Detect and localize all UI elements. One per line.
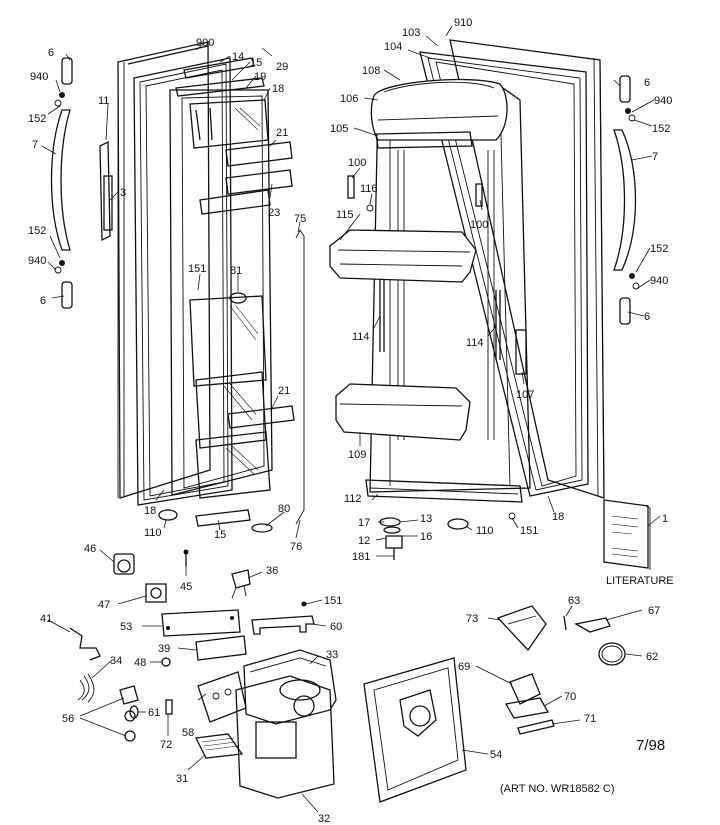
callout-23: 23 xyxy=(268,207,280,219)
callout-18: 18 xyxy=(552,511,564,523)
callout-110: 110 xyxy=(144,527,162,539)
freezer-door-assembly xyxy=(117,41,305,533)
callout-940: 940 xyxy=(28,255,46,267)
callout-106: 106 xyxy=(340,93,358,105)
callout-7: 7 xyxy=(32,139,38,151)
callout-115: 115 xyxy=(336,209,354,221)
freezer-door-handle xyxy=(50,57,113,309)
callout-47: 47 xyxy=(98,599,110,611)
callout-72: 72 xyxy=(160,739,172,751)
callout-152: 152 xyxy=(650,243,668,255)
callout-62: 62 xyxy=(646,651,658,663)
callout-46: 46 xyxy=(84,543,96,555)
callout-151: 151 xyxy=(188,263,206,275)
callout-7: 7 xyxy=(652,151,658,163)
callout-45: 45 xyxy=(180,581,192,593)
callout-56: 56 xyxy=(62,713,74,725)
callout-151: 151 xyxy=(324,595,342,607)
callout-152: 152 xyxy=(28,225,46,237)
callout-16: 16 xyxy=(420,531,432,543)
callout-54: 54 xyxy=(490,749,502,761)
callout-71: 71 xyxy=(584,713,596,725)
callout-13: 13 xyxy=(420,513,432,525)
callout-11: 11 xyxy=(98,95,109,107)
fresh-food-door-assembly xyxy=(329,39,605,560)
callout-940: 940 xyxy=(654,95,672,107)
callout-100: 100 xyxy=(348,157,366,169)
callout-105: 105 xyxy=(330,123,348,135)
callout-29: 29 xyxy=(276,61,288,73)
dispenser-parts xyxy=(69,549,626,803)
callout-107: 107 xyxy=(516,389,534,401)
callout-6: 6 xyxy=(644,311,650,323)
callout-1: 1 xyxy=(662,513,668,525)
leader-lines xyxy=(41,25,661,813)
callout-76: 76 xyxy=(290,541,302,553)
callout-100: 100 xyxy=(470,219,488,231)
callout-33: 33 xyxy=(326,649,338,661)
callout-36: 36 xyxy=(266,565,278,577)
callout-181: 181 xyxy=(352,551,370,563)
callout-151: 151 xyxy=(520,525,538,537)
callout-6: 6 xyxy=(644,77,650,89)
callout-15: 15 xyxy=(214,529,226,541)
callout-60: 60 xyxy=(330,621,342,633)
callout-61: 61 xyxy=(148,707,160,719)
art-number: (ART NO. WR18582 C) xyxy=(500,783,615,795)
callout-75: 75 xyxy=(294,213,306,225)
callout-108: 108 xyxy=(362,65,380,77)
callout-48: 48 xyxy=(134,657,146,669)
callout-32: 32 xyxy=(318,813,330,825)
callout-6: 6 xyxy=(48,47,54,59)
callout-940: 940 xyxy=(30,71,48,83)
callout-17: 17 xyxy=(358,517,370,529)
callout-12: 12 xyxy=(358,535,370,547)
callout-81: 81 xyxy=(230,265,242,277)
callout-41: 41 xyxy=(40,613,52,625)
callout-103: 103 xyxy=(402,27,420,39)
callout-labels: 900 14 15 29 19 18 6 940 152 11 7 3 152 … xyxy=(28,17,674,825)
callout-19: 19 xyxy=(254,71,266,83)
callout-67: 67 xyxy=(648,605,660,617)
callout-14: 14 xyxy=(232,51,244,63)
callout-940: 940 xyxy=(650,275,668,287)
callout-80: 80 xyxy=(278,503,290,515)
callout-910: 910 xyxy=(454,17,472,29)
callout-69: 69 xyxy=(458,661,470,673)
callout-900: 900 xyxy=(196,37,214,49)
callout-18: 18 xyxy=(272,83,284,95)
literature-label: LITERATURE xyxy=(606,575,674,587)
callout-109: 109 xyxy=(348,449,366,461)
callout-114: 114 xyxy=(352,331,370,343)
callout-39: 39 xyxy=(158,643,170,655)
callout-15: 15 xyxy=(250,57,262,69)
callout-110: 110 xyxy=(476,525,494,537)
callout-112: 112 xyxy=(344,493,362,505)
callout-114: 114 xyxy=(466,337,484,349)
callout-73: 73 xyxy=(466,613,478,625)
literature-booklet xyxy=(603,499,651,570)
fresh-food-door-handle xyxy=(613,75,640,325)
callout-21: 21 xyxy=(276,127,288,139)
callout-63: 63 xyxy=(568,595,580,607)
callout-6: 6 xyxy=(40,295,46,307)
callout-152: 152 xyxy=(28,113,46,125)
date-code: 7/98 xyxy=(636,737,665,754)
callout-21: 21 xyxy=(278,385,290,397)
callout-31: 31 xyxy=(176,773,188,785)
callout-116: 116 xyxy=(360,183,378,195)
callout-34: 34 xyxy=(110,655,122,667)
callout-58: 58 xyxy=(182,727,194,739)
callout-70: 70 xyxy=(564,691,576,703)
callout-104: 104 xyxy=(384,41,402,53)
callout-3: 3 xyxy=(120,187,126,199)
callout-18: 18 xyxy=(144,505,156,517)
callout-152: 152 xyxy=(652,123,670,135)
callout-53: 53 xyxy=(120,621,132,633)
